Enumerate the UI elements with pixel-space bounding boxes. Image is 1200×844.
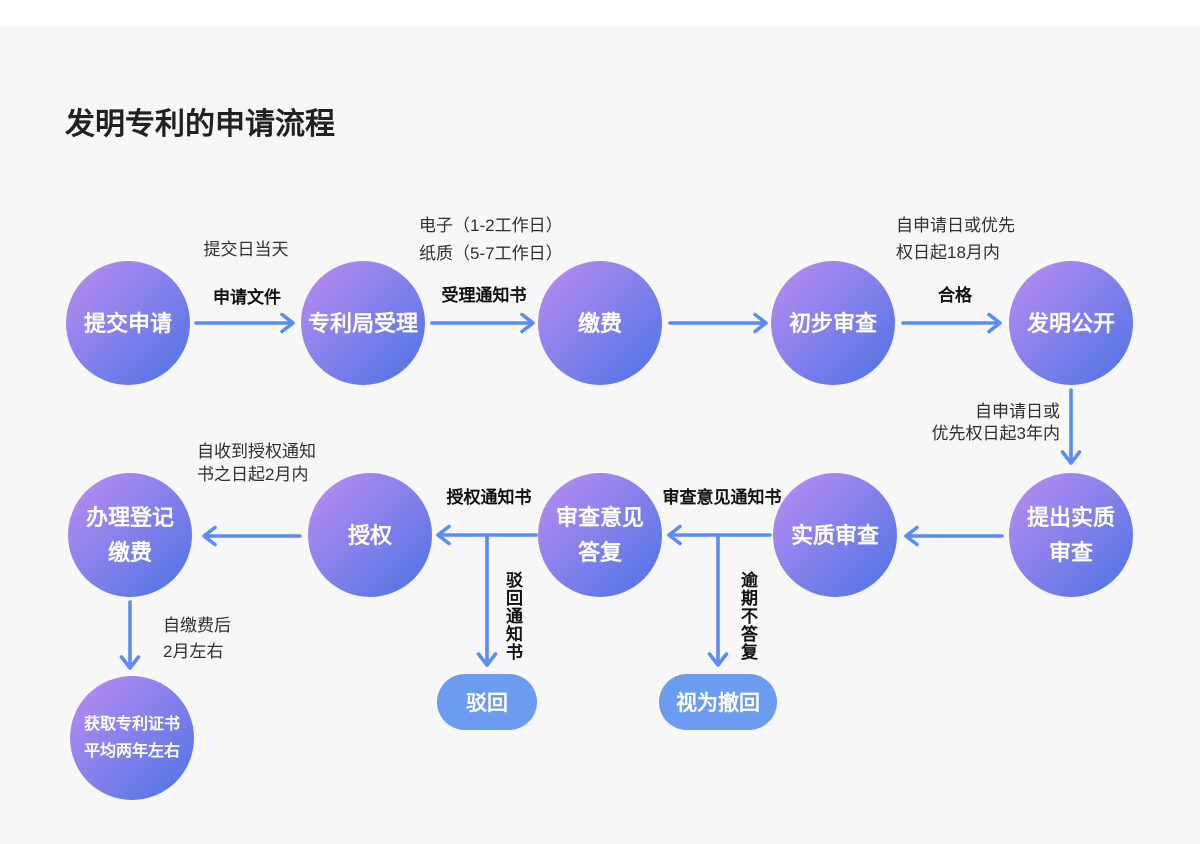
flow-node-patent-office-acceptance: 专利局受理 (301, 261, 425, 385)
edge-label-rejection-notice: 驳回通知书 (503, 571, 522, 661)
flow-node-examination-opinion-response: 审查意见答复 (538, 473, 662, 597)
flow-node-pay-fee: 缴费 (538, 261, 662, 385)
flow-arrow-branch-to-withdrawn (707, 535, 729, 667)
flow-arrow-authorization-to-registration (202, 525, 302, 547)
flow-node-substantive-examination: 实质审查 (773, 473, 897, 597)
flow-arrow-pay-to-preliminary (668, 312, 768, 334)
flow-node-registration-and-payment: 办理登记缴费 (68, 473, 192, 597)
flow-arrow-substantive-to-response (667, 524, 772, 546)
edge-label-electronic-paper-workdays: 电子（1-2工作日）纸质（5-7工作日） (419, 216, 563, 263)
edge-label-acceptance-notice: 受理通知书 (441, 286, 527, 305)
edge-label-within-3-years: 自申请日或优先权日起3年内 (931, 402, 1060, 443)
flow-arrow-acceptance-to-pay (430, 312, 535, 334)
edge-label-application-documents: 申请文件 (213, 288, 281, 307)
edge-label-within-18-months: 自申请日或优先权日起18月内 (896, 216, 1015, 262)
flow-node-invention-publication: 发明公开 (1009, 261, 1133, 385)
edge-label-overdue-no-response: 逾期不答复 (738, 571, 757, 661)
flow-node-submit-application: 提交申请 (66, 261, 190, 385)
flow-node-authorization: 授权 (308, 473, 432, 597)
page-title: 发明专利的申请流程 (65, 108, 335, 141)
edge-label-within-2-months-of-notice: 自收到授权通知书之日起2月内 (197, 442, 316, 484)
flow-arrow-preliminary-to-publication (901, 312, 1002, 334)
flow-node-obtain-patent-certificate: 获取专利证书平均两年左右 (70, 676, 194, 800)
edge-label-qualified: 合格 (938, 286, 972, 305)
flow-arrow-branch-to-rejected (476, 535, 498, 667)
flow-pill-deemed-withdrawn: 视为撤回 (659, 674, 777, 730)
edge-label-authorization-notice: 授权通知书 (446, 488, 532, 507)
edge-label-examination-opinion-notice: 审查意见通知书 (662, 488, 782, 507)
flow-arrow-submit-to-acceptance (194, 312, 295, 334)
flow-pill-rejected: 驳回 (437, 674, 537, 730)
top-white-bar (0, 0, 1200, 26)
flow-arrow-response-to-authorization (436, 524, 538, 546)
flow-node-request-substantive-examination: 提出实质审查 (1009, 473, 1133, 597)
flow-node-preliminary-examination: 初步审查 (771, 261, 895, 385)
flow-arrow-registration-down-to-certificate (119, 600, 141, 670)
flow-arrow-publication-down-to-request (1060, 388, 1082, 465)
flow-arrow-request-to-substantive (904, 525, 1004, 547)
edge-label-submission-same-day: 提交日当天 (203, 240, 289, 259)
